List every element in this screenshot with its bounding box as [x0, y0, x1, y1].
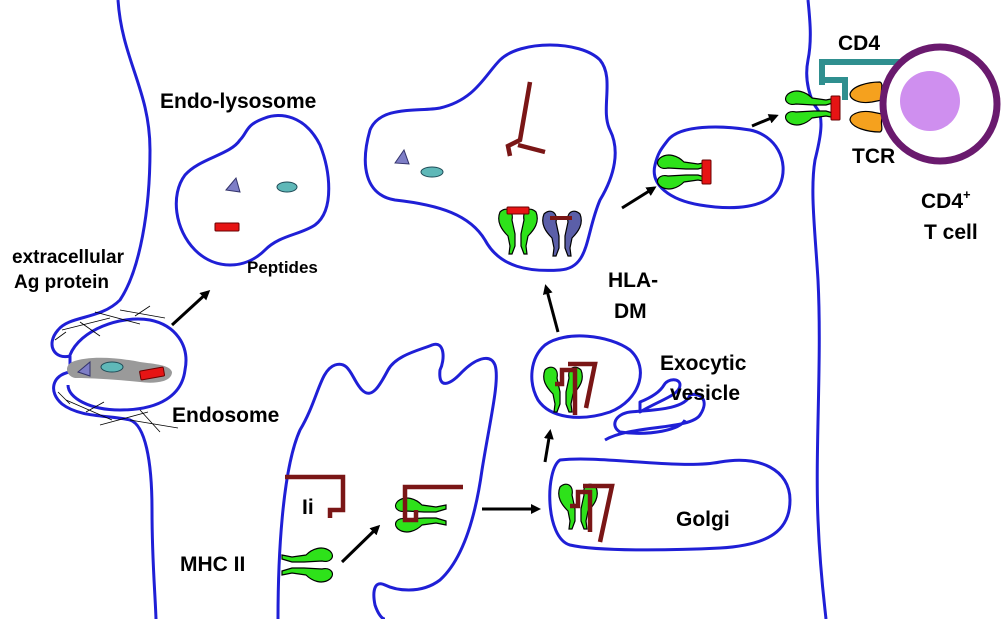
golgi-cisterna-lower — [548, 457, 792, 552]
arrow-er-to-golgi-entry — [340, 524, 381, 564]
golgi-cisterna-upper — [604, 392, 706, 442]
hla-dm-molecule — [542, 210, 582, 257]
label-extracellular: extracellular — [12, 247, 125, 268]
extracellular-matrix-fibers — [54, 305, 179, 433]
label-exocytic: Exocytic — [660, 352, 747, 375]
endo-lysosome-peptide-oval — [276, 181, 298, 193]
label-hla-dm-line1: HLA- — [608, 269, 658, 292]
apc-membrane-right — [805, 0, 828, 619]
mhc-ii-ii-golgi — [558, 483, 615, 543]
mhc-ii-ii-complex-er — [394, 484, 463, 533]
label-endosome: Endosome — [172, 404, 279, 427]
t-cell-nucleus — [900, 71, 960, 131]
label-t-cell: T cell — [924, 221, 978, 244]
arrow-compartment-to-vesicle — [621, 186, 657, 210]
arrow-vesicle-to-surface — [751, 114, 779, 128]
arrow-golgi-to-exocytic — [543, 429, 554, 463]
label-peptides: Peptides — [247, 258, 318, 277]
label-cd4-t-cell: CD4+ — [921, 187, 971, 213]
loading-compartment — [363, 43, 617, 272]
golgi-cisterna-middle — [638, 378, 682, 414]
mhc-ii-ii-exocytic — [543, 361, 598, 415]
label-hla-dm-line2: DM — [614, 300, 647, 323]
mhc-ii-loaded-compartment — [498, 206, 538, 255]
label-mhc-ii: MHC II — [180, 553, 245, 576]
arrow-exocytic-to-compartment — [542, 284, 560, 333]
compartment-peptide-triangle — [394, 148, 410, 165]
surface-transport-vesicle — [652, 125, 785, 210]
arrow-endosome-to-lysosome — [170, 289, 211, 327]
exocytic-vesicle — [530, 334, 642, 419]
endo-lysosome-peptide-triangle — [225, 176, 241, 193]
endosome-peptide-oval — [100, 361, 124, 373]
endosome-peptide-triangle — [76, 360, 91, 377]
invariant-chain-free — [285, 474, 346, 518]
mhc-ii-peptide-vesicle — [656, 154, 712, 190]
label-cd4-t-cell-main: CD4 — [921, 190, 963, 213]
label-endo-lysosome: Endo-lysosome — [160, 90, 316, 113]
compartment-peptide-oval — [420, 166, 444, 178]
label-cd4-t-cell-sup: + — [963, 187, 971, 202]
endo-lysosome-vesicle — [174, 114, 331, 267]
endosome-peptide-red — [139, 366, 166, 381]
endoplasmic-reticulum — [276, 342, 498, 619]
label-cd4: CD4 — [838, 32, 880, 55]
cd4-coreceptor — [819, 59, 905, 100]
endo-lysosome-peptide-red — [214, 222, 240, 232]
degraded-invariant-chain — [505, 81, 546, 157]
endosome-vesicle — [66, 317, 188, 412]
label-tcr: TCR — [852, 145, 895, 168]
label-ag-protein: Ag protein — [14, 272, 109, 293]
label-ii: Ii — [302, 496, 314, 519]
mhc-ii-free — [281, 547, 334, 583]
label-vesicle: vesicle — [670, 382, 740, 405]
label-golgi: Golgi — [676, 508, 730, 531]
apc-plasma-membrane — [50, 0, 158, 619]
mhc-ii-surface — [784, 90, 841, 126]
